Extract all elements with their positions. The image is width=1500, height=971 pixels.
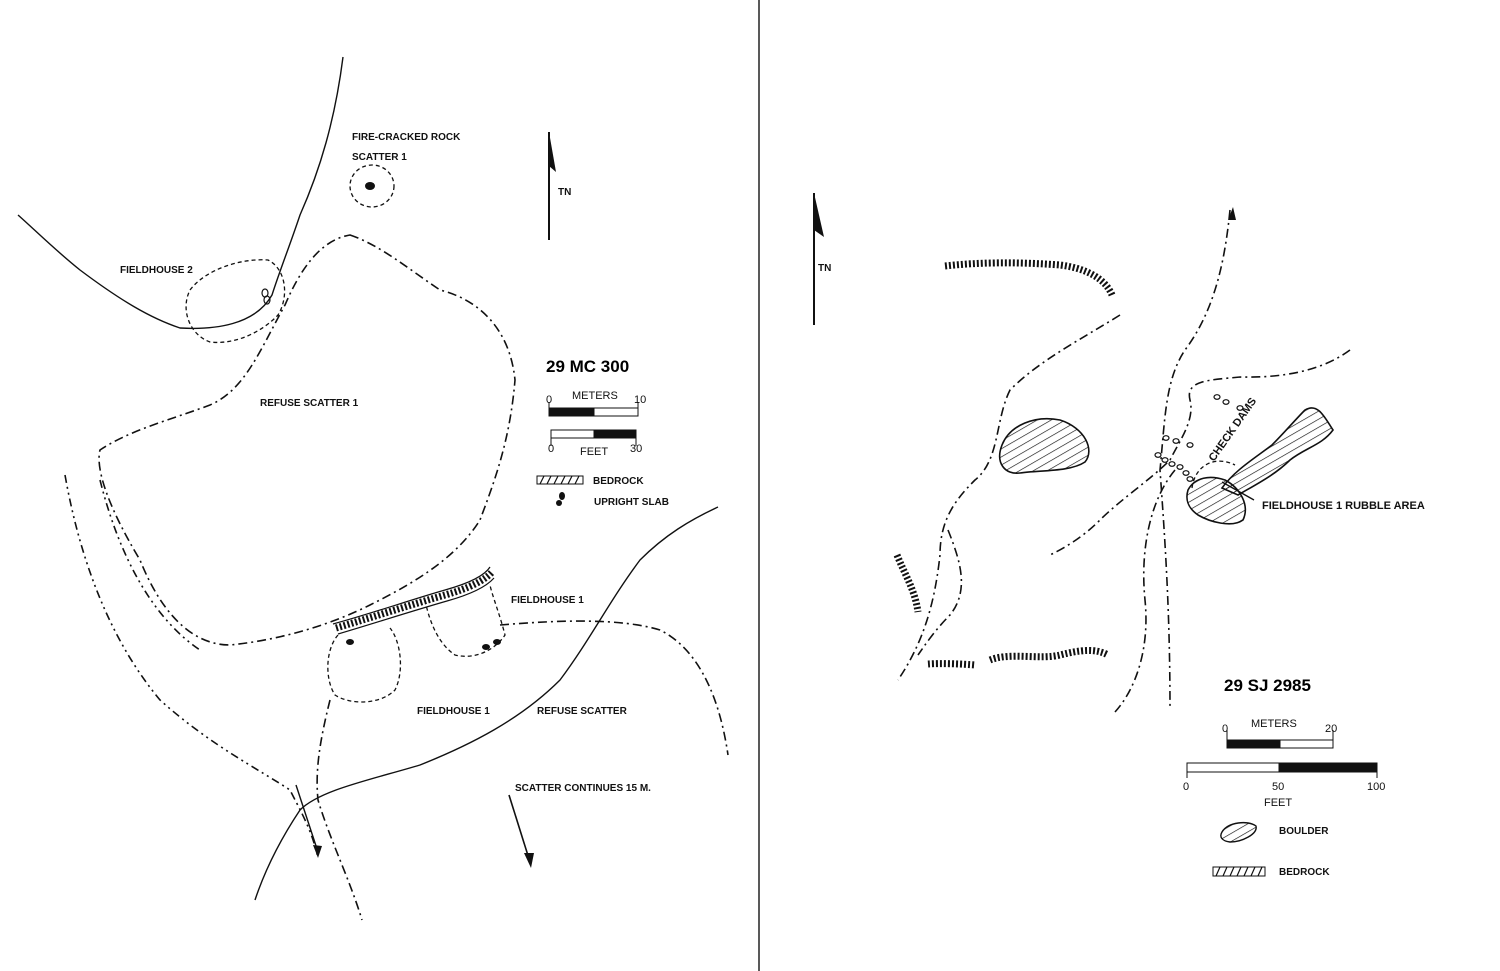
left-meters-scale [548,402,639,417]
right-drainage-4 [1049,349,1351,556]
fieldhouse-2-slab-2 [263,295,271,305]
rubble-dashed-outline [1191,460,1236,489]
right-legend-boulder-label: BOULDER [1279,826,1329,837]
scatter-direction-arrow-icon [508,794,534,868]
right-legend-bedrock-label: BEDROCK [1279,867,1330,878]
right-feet-max: 100 [1367,781,1385,793]
right-meters-label: METERS [1251,718,1297,730]
left-legend-upright-slab-label: UPRIGHT SLAB [594,497,669,508]
right-meters-min: 0 [1222,723,1228,735]
fieldhouse-1-upright-slab-3 [493,639,501,645]
left-legend-bedrock-label: BEDROCK [593,476,644,487]
fieldhouse-2-label: FIELDHOUSE 2 [120,265,193,276]
drainage-line [17,56,344,330]
fire-cracked-rock-scatter-outline [349,164,395,208]
right-feet-scale [1186,762,1378,778]
right-bedrock-left [893,553,922,613]
site-boundary-dotted-1 [64,474,319,859]
bedrock-edge-bottom [337,577,495,635]
fire-cracked-rock-label-1: FIRE-CRACKED ROCK [352,132,461,143]
fieldhouse-1-room-right [424,584,506,657]
right-site-map: TN [813,193,1425,878]
bedrock-edge-top [332,566,491,625]
right-feet-min: 0 [1183,781,1189,793]
right-drainage-2 [917,529,963,656]
drainage-arrow-icon [1228,207,1236,220]
fire-cracked-rock-label-2b: SCATTER 1 [352,152,407,163]
left-site-map: TN FIRE-CRACKED ROCK SCATTER 1 FIELDHOUS… [17,56,729,921]
fieldhouse-2-outline [185,259,286,344]
right-north-arrow-label: TN [818,263,831,274]
left-feet-scale [550,429,637,446]
right-bedrock-bottom-1 [927,660,976,669]
right-drainage-5 [1114,469,1176,713]
wash-line [254,506,719,901]
right-feet-mid: 50 [1272,781,1284,793]
right-legend-bedrock-icon [1212,866,1266,877]
fieldhouse-1-bedrock [335,569,495,632]
check-dams-group [1154,394,1244,482]
fieldhouse-1-rubble-area [1186,476,1247,525]
fieldhouse-1-rubble-label: FIELDHOUSE 1 RUBBLE AREA [1262,500,1425,512]
left-site-number: 29 MC 300 [546,357,629,376]
boulder-right [1220,407,1334,496]
upright-slab-icon [556,492,565,506]
refuse-scatter-label: REFUSE SCATTER [537,706,628,717]
site-boundary-dotted-2 [99,479,201,651]
right-bedrock-top [944,259,1116,297]
fieldhouse-1-label-lower: FIELDHOUSE 1 [417,706,490,717]
refuse-scatter-1-label: REFUSE SCATTER 1 [260,398,359,409]
fieldhouse-1-upright-slab-2 [482,644,490,650]
fieldhouse-1-refuse-outline-right [499,620,729,756]
check-dams-label: CHECK DAMS [1207,396,1260,464]
fieldhouse-1-refuse-outline [316,699,363,921]
right-site-number: 29 SJ 2985 [1224,676,1311,695]
left-feet-min: 0 [548,443,554,455]
right-feet-label: FEET [1264,797,1292,809]
left-legend-bedrock-icon [536,475,584,485]
refuse-scatter-1-outline [98,234,516,646]
left-feet-max: 30 [630,443,642,455]
arrow-down-icon [295,784,322,858]
north-arrow-icon-right [813,193,824,325]
right-bedrock-bottom-2 [988,647,1110,664]
fire-cracked-rock-mark [365,182,375,190]
north-arrow-label: TN [558,187,571,198]
boulder-icon [1220,821,1257,843]
boulder-left [998,418,1090,474]
right-drainage-3 [1159,209,1231,711]
fieldhouse-1-upright-slab-1 [346,639,354,645]
right-meters-max: 20 [1325,723,1337,735]
left-meters-label: METERS [572,390,618,402]
scatter-continues-label: SCATTER CONTINUES 15 M. [515,783,651,794]
right-drainage-1 [897,314,1121,681]
rubble-pointer-line [1221,481,1255,501]
left-feet-label: FEET [580,446,608,458]
north-arrow-icon [548,132,556,240]
fieldhouse-1-room-left [327,627,402,703]
fieldhouse-1-label-upper: FIELDHOUSE 1 [511,595,584,606]
left-meters-min: 0 [546,394,552,406]
right-meters-scale [1226,730,1334,749]
left-meters-max: 10 [634,394,646,406]
